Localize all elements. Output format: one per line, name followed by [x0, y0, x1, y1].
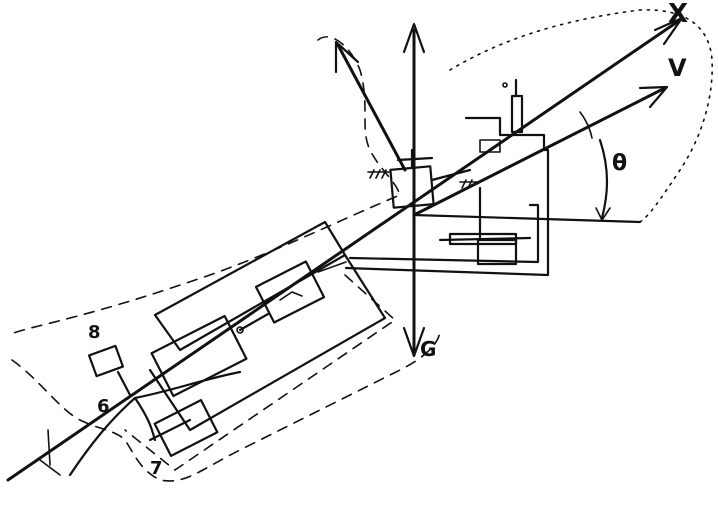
control-unit-leads — [317, 261, 347, 273]
label-7: 7 — [150, 458, 163, 479]
gravity-arrow-down — [402, 326, 426, 358]
actuator-link — [430, 168, 472, 182]
sensor-box — [476, 238, 518, 266]
linkage-b — [133, 396, 157, 442]
ground-hatch-left — [367, 169, 391, 179]
small-resistor — [479, 139, 501, 153]
long-frame — [153, 220, 347, 352]
processing-link — [238, 312, 270, 332]
linkage-c — [133, 370, 242, 400]
label-8: 8 — [88, 322, 101, 343]
pot-circuit — [464, 116, 546, 152]
servo-block — [153, 399, 219, 457]
lift-vector — [336, 43, 407, 172]
gravity-arrow-up — [402, 22, 426, 54]
x-axis-arrow — [653, 16, 684, 46]
ground-hatch-right — [459, 179, 481, 189]
potentiometer — [510, 94, 524, 134]
velocity-vector — [412, 86, 667, 217]
horizontal-reference — [412, 213, 642, 224]
label-g: G — [420, 337, 436, 361]
deflection-angle — [39, 429, 61, 476]
label-theta: θ — [612, 151, 627, 176]
control-unit — [254, 260, 326, 324]
dashed-envelope-lower — [11, 329, 441, 482]
label-x: X — [668, 0, 688, 29]
control-unit-symbol — [279, 291, 303, 301]
label-v: V — [668, 54, 687, 82]
label-6: 6 — [97, 396, 110, 417]
terminal-dot — [502, 82, 508, 88]
alpha-arc — [579, 111, 593, 139]
right-circuit — [344, 148, 550, 277]
right-circuit-2 — [348, 203, 540, 264]
linkage-a — [68, 396, 137, 477]
dashed-envelope-upper — [7, 36, 401, 336]
velocity-arrow — [638, 85, 669, 109]
processing-block — [150, 314, 248, 398]
dashed-envelope-right — [449, 9, 713, 223]
box-8-stem — [116, 370, 132, 397]
actuator-bar-top — [396, 156, 434, 162]
frame-lower-edge — [148, 253, 387, 432]
link-node — [236, 326, 244, 334]
servo-lever — [148, 418, 192, 442]
lift-arrow — [334, 40, 360, 74]
theta-arc — [598, 138, 609, 220]
box-8 — [87, 344, 125, 378]
body-axis-x — [6, 18, 682, 482]
theta-arrow — [595, 207, 611, 221]
actuator-block — [389, 165, 435, 209]
dashed-envelope-box — [124, 274, 396, 471]
